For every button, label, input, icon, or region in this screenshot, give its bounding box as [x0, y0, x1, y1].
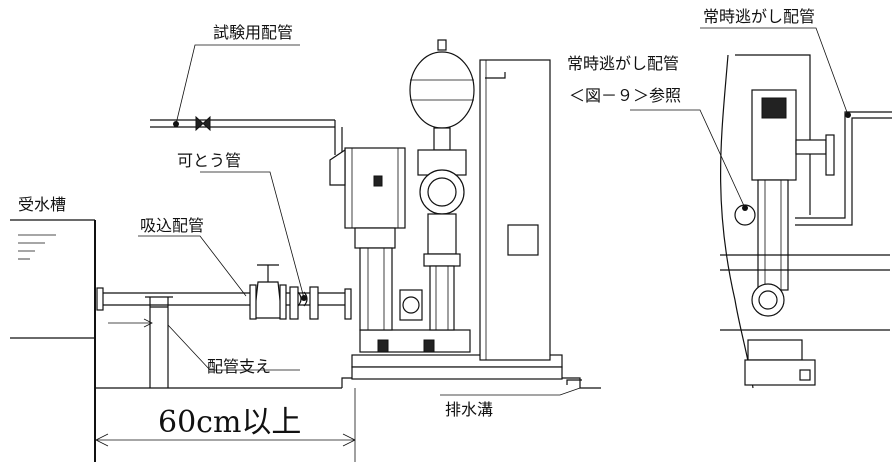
leader-lines	[138, 27, 849, 396]
relief-pipe-mid-label: 常時逃がし配管	[567, 54, 679, 73]
clearance-dimension	[95, 388, 356, 462]
pipe-support	[145, 296, 173, 388]
drain-ditch-label: 排水溝	[445, 400, 493, 419]
water-tank-label: 受水槽	[18, 195, 66, 214]
water-level-symbol	[18, 234, 56, 260]
suction-pipe	[96, 287, 345, 328]
test-pipe	[150, 115, 343, 155]
relief-pipe-top-label: 常時逃がし配管	[703, 7, 815, 26]
water-tank-wall	[10, 219, 96, 462]
side-view-pump	[720, 54, 890, 389]
test-pipe-label: 試験用配管	[213, 23, 293, 42]
gate-valve	[249, 264, 287, 320]
relief-pipe	[742, 111, 892, 226]
pump-1	[329, 147, 423, 331]
pump-2	[409, 39, 475, 331]
suction-pipe-label: 吸込配管	[140, 216, 204, 235]
clearance-label: 60cm以上	[158, 405, 301, 440]
pipe-support-label: 配管支え	[207, 357, 271, 376]
floor-line	[95, 377, 601, 389]
control-panel	[479, 59, 551, 361]
pump-base	[351, 329, 563, 380]
flexible-pipe-label: 可とう管	[177, 151, 241, 170]
flexible-pipe	[289, 286, 352, 320]
figure-ref-label: ＜図－９＞参照	[569, 86, 681, 105]
